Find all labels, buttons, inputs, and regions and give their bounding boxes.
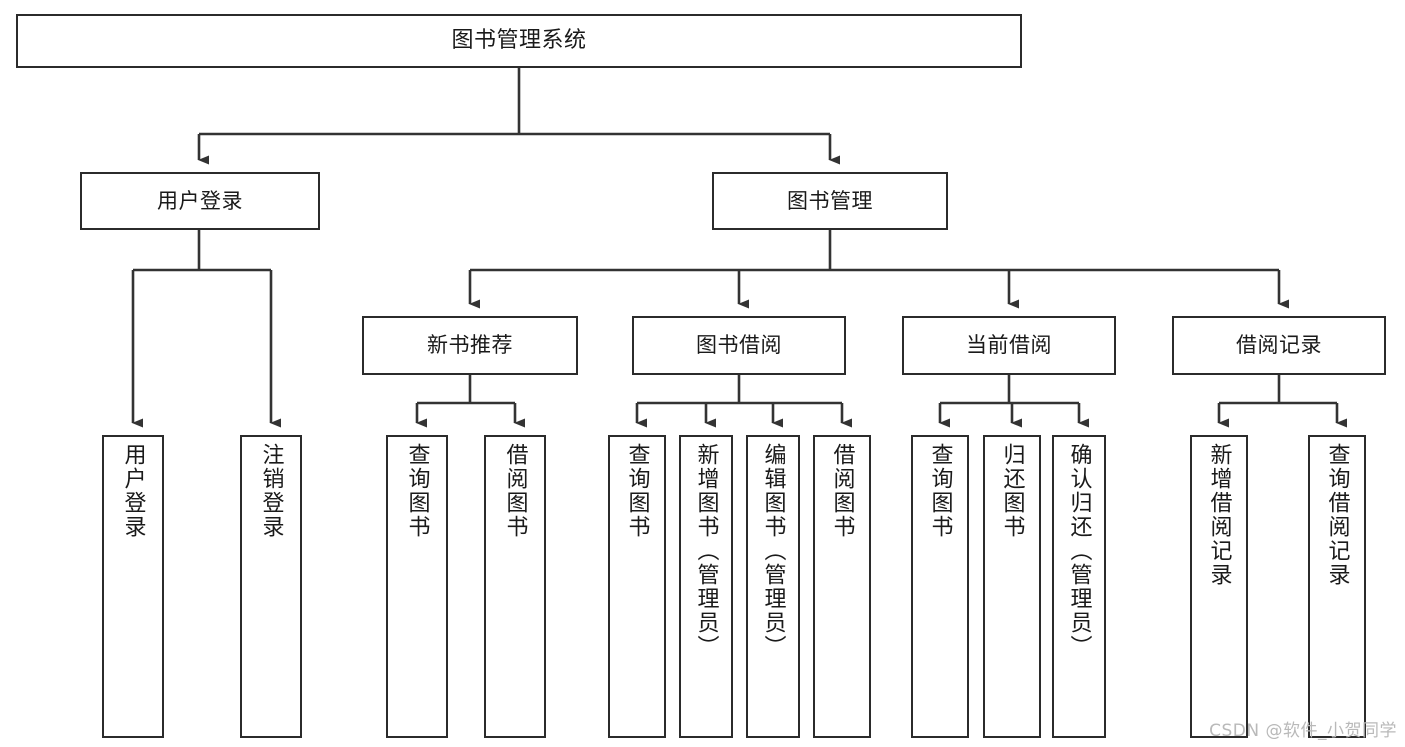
- node-leaf-borrow-book-recommend[interactable]: 借阅图书: [484, 435, 546, 738]
- node-leaf-borrow-book-recommend-label: 借阅图书: [502, 443, 528, 539]
- node-leaf-borrow-book-borrow-label: 借阅图书: [829, 443, 855, 539]
- node-leaf-query-book-current[interactable]: 查询图书: [911, 435, 969, 738]
- node-leaf-query-book-recommend-label: 查询图书: [404, 443, 430, 539]
- node-leaf-edit-book-admin[interactable]: 编辑图书（管理员）: [746, 435, 800, 738]
- node-borrow-record[interactable]: 借阅记录: [1172, 316, 1386, 375]
- node-current-borrow[interactable]: 当前借阅: [902, 316, 1116, 375]
- node-user-login-label: 用户登录: [157, 188, 243, 213]
- node-leaf-query-borrow-record-label: 查询借阅记录: [1324, 443, 1350, 587]
- node-leaf-query-borrow-record[interactable]: 查询借阅记录: [1308, 435, 1366, 738]
- node-leaf-return-book-label: 归还图书: [999, 443, 1025, 539]
- node-leaf-add-borrow-record-label: 新增借阅记录: [1206, 443, 1232, 587]
- node-new-book-recommend[interactable]: 新书推荐: [362, 316, 578, 375]
- node-book-borrow-label: 图书借阅: [696, 333, 782, 358]
- node-leaf-confirm-return-admin-label: 确认归还（管理员）: [1066, 443, 1092, 659]
- node-current-borrow-label: 当前借阅: [966, 333, 1052, 358]
- node-leaf-confirm-return-admin[interactable]: 确认归还（管理员）: [1052, 435, 1106, 738]
- node-user-login[interactable]: 用户登录: [80, 172, 320, 230]
- node-leaf-query-book-recommend[interactable]: 查询图书: [386, 435, 448, 738]
- node-new-book-recommend-label: 新书推荐: [427, 333, 513, 358]
- node-leaf-add-borrow-record[interactable]: 新增借阅记录: [1190, 435, 1248, 738]
- node-book-manage-label: 图书管理: [787, 188, 873, 213]
- node-leaf-add-book-admin[interactable]: 新增图书（管理员）: [679, 435, 733, 738]
- node-leaf-user-login-label: 用户登录: [120, 443, 146, 539]
- node-leaf-query-book-current-label: 查询图书: [927, 443, 953, 539]
- node-root-label: 图书管理系统: [451, 28, 587, 54]
- node-borrow-record-label: 借阅记录: [1236, 333, 1322, 358]
- node-leaf-add-book-admin-label: 新增图书（管理员）: [693, 443, 719, 659]
- node-leaf-user-login[interactable]: 用户登录: [102, 435, 164, 738]
- node-leaf-edit-book-admin-label: 编辑图书（管理员）: [760, 443, 786, 659]
- node-leaf-return-book[interactable]: 归还图书: [983, 435, 1041, 738]
- node-leaf-query-book-borrow-label: 查询图书: [624, 443, 650, 539]
- node-book-manage[interactable]: 图书管理: [712, 172, 948, 230]
- node-leaf-logout-login[interactable]: 注销登录: [240, 435, 302, 738]
- node-leaf-query-book-borrow[interactable]: 查询图书: [608, 435, 666, 738]
- node-book-borrow[interactable]: 图书借阅: [632, 316, 846, 375]
- node-leaf-borrow-book-borrow[interactable]: 借阅图书: [813, 435, 871, 738]
- node-leaf-logout-login-label: 注销登录: [258, 443, 284, 539]
- node-root[interactable]: 图书管理系统: [16, 14, 1022, 68]
